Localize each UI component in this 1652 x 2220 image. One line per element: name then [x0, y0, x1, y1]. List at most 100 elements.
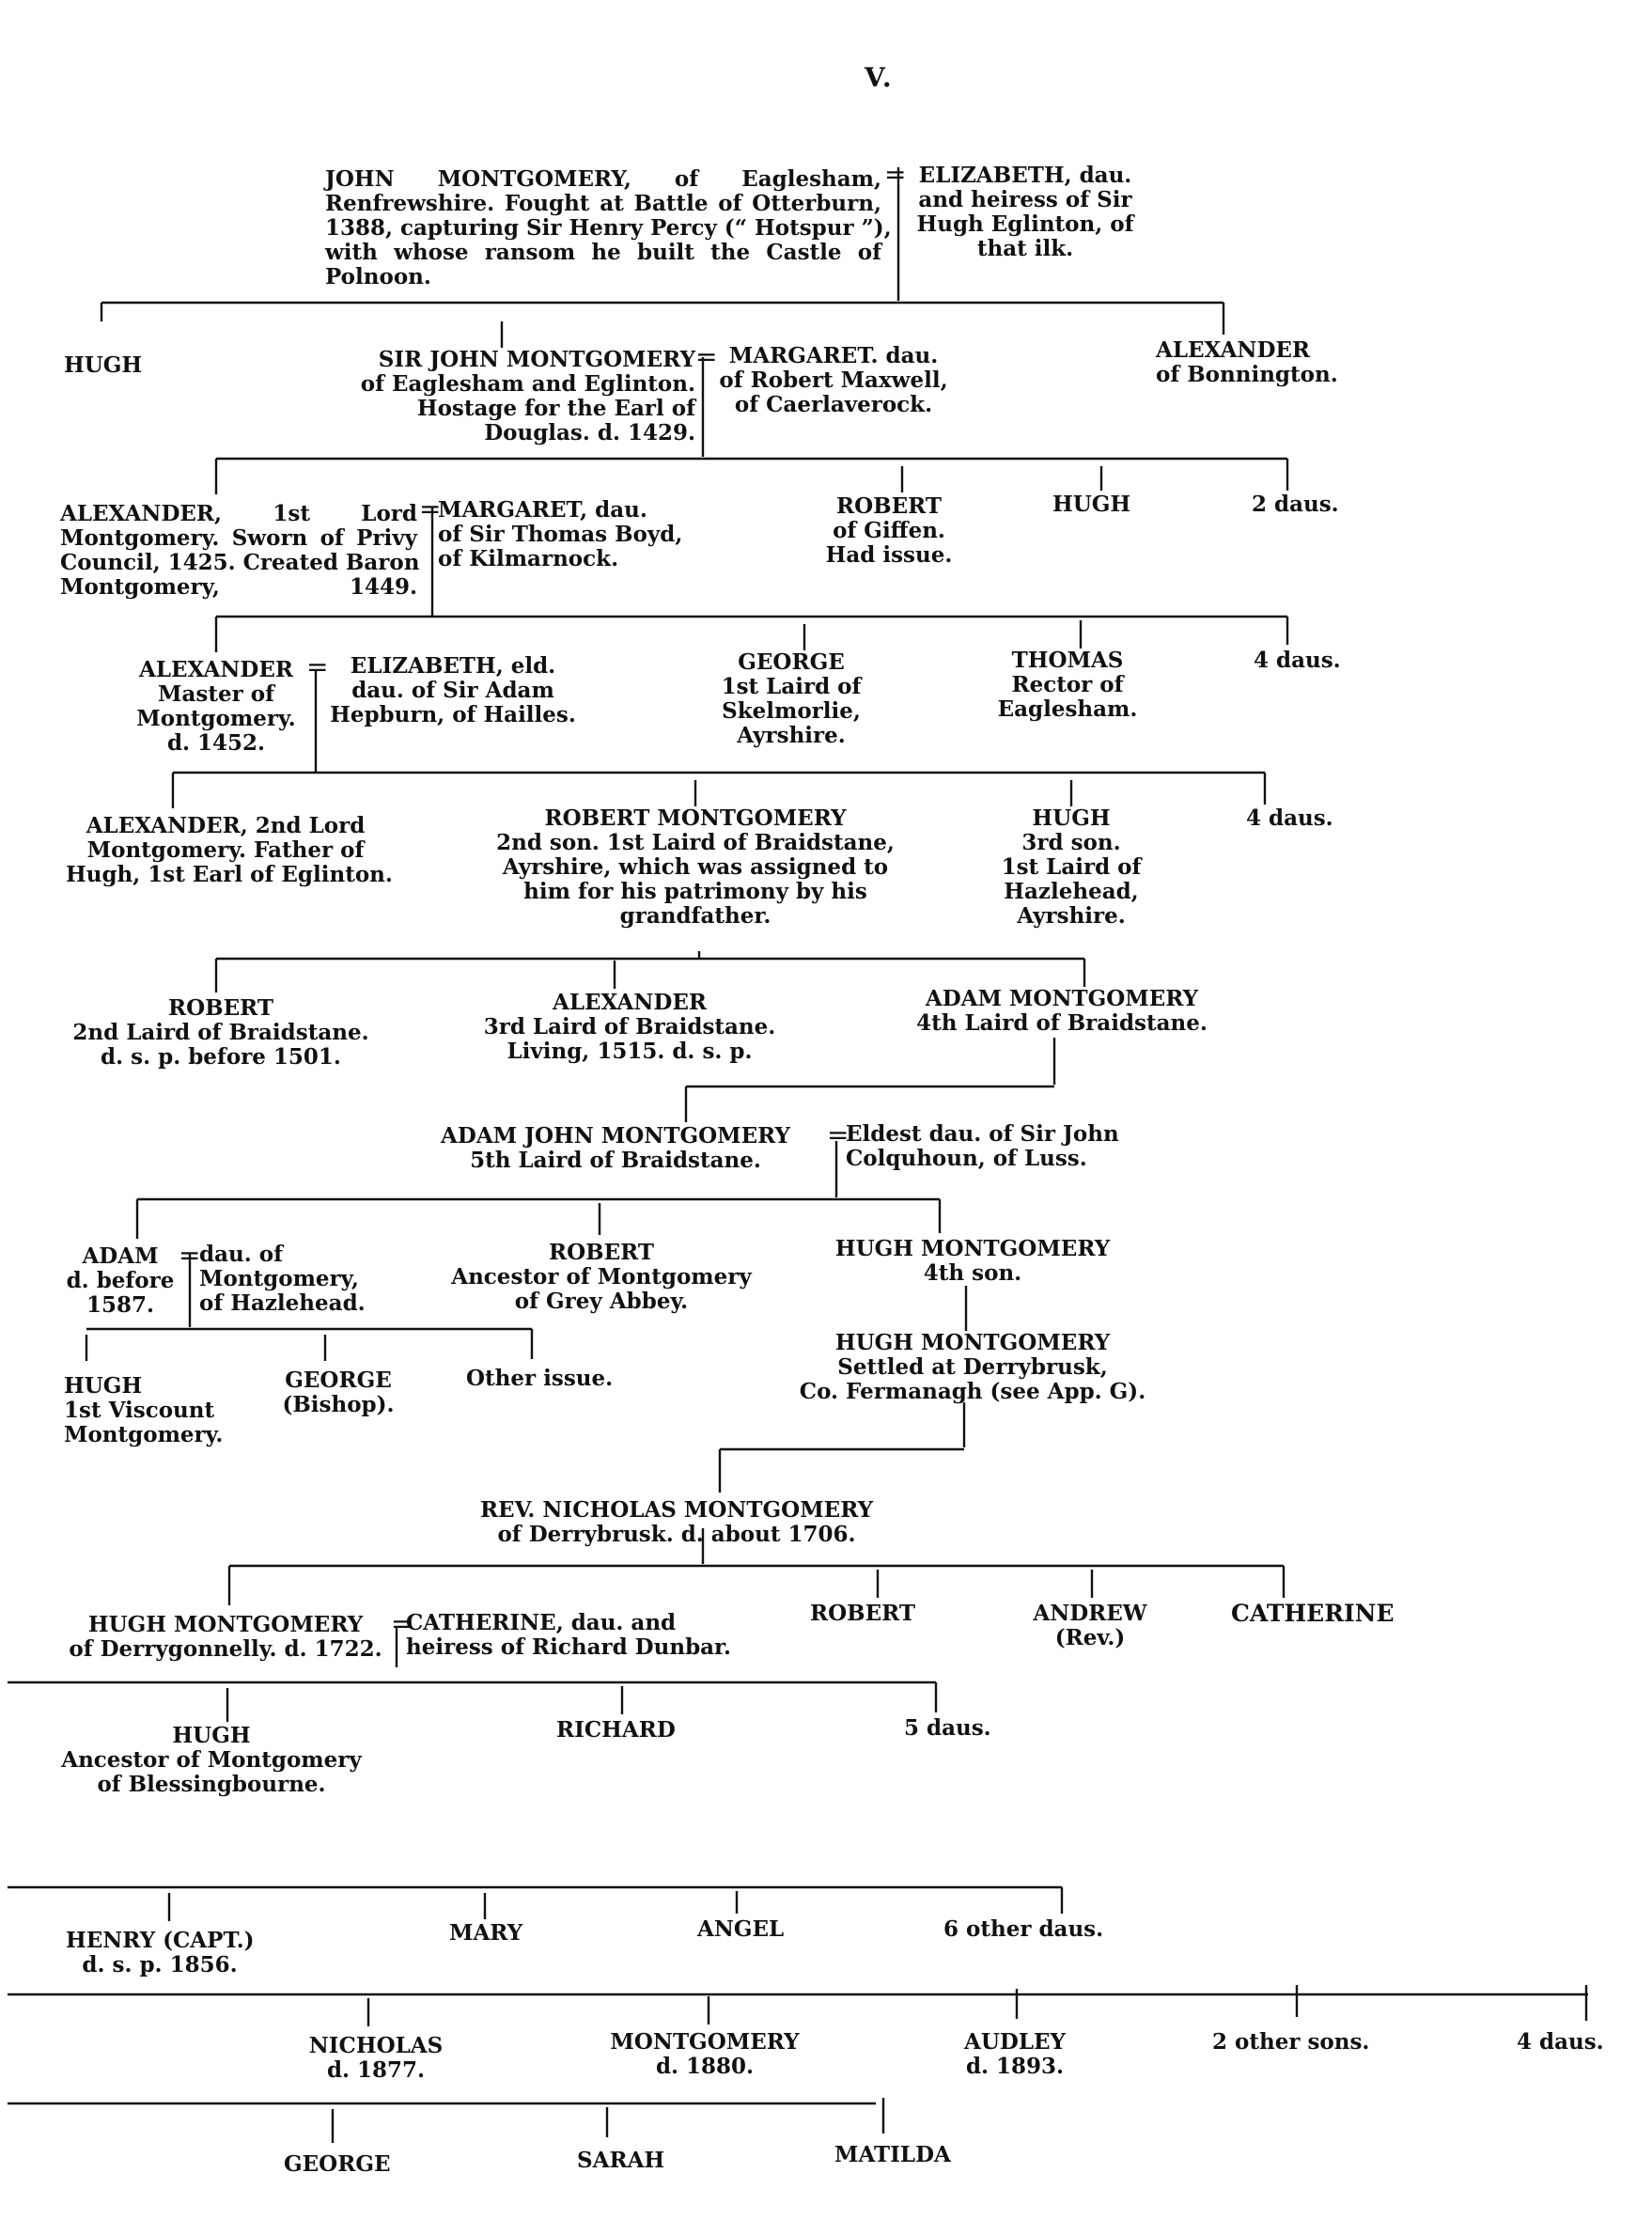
entry-line: 5th Laird of Braidstane. [470, 1148, 761, 1173]
entry-line: MARY [449, 1920, 523, 1946]
marriage-symbol: = [419, 493, 442, 524]
entry-line: MATILDA [834, 2142, 951, 2167]
entry-line: HUGH [1052, 492, 1131, 517]
entry-line: 1388, capturing Sir Henry Percy (“ Hotsp… [325, 215, 892, 241]
entry-line: 4th son. [923, 1260, 1022, 1286]
page-number: V. [865, 62, 894, 93]
entry-line: ROBERT MONTGOMERY [544, 805, 847, 831]
entry-line: ROBERT [836, 493, 942, 519]
entry-line: HUGH [64, 1373, 143, 1399]
entry-line: SIR JOHN MONTGOMERY [378, 347, 695, 372]
entry-daus: 4 daus. [1517, 2030, 1604, 2055]
entry-line: Hugh Eglinton, of [916, 211, 1134, 237]
entry-line: ELIZABETH, dau. [918, 163, 1132, 188]
entry-line: Ayrshire, which was assigned to [502, 854, 889, 880]
entry-george-bishop: GEORGE(Bishop). [263, 1368, 413, 1417]
entry-line: d. 1452. [166, 730, 266, 756]
entry-line: CATHERINE, dau. and [406, 1610, 677, 1635]
entry-line: of Derrybrusk. d. about 1706. [497, 1522, 856, 1547]
entry-john-montgomery: JOHN MONTGOMERY, of Eaglesham,Renfrewshi… [325, 166, 892, 289]
entry-line: HUGH [64, 352, 143, 378]
entry-line: Eaglesham. [997, 696, 1138, 722]
entry-other-sons: 2 other sons. [1212, 2030, 1369, 2055]
entry-line: dau. of Sir Adam [351, 678, 554, 703]
entry-richard: RICHARD [556, 1718, 676, 1743]
entry-line: d. s. p. 1856. [82, 1952, 238, 1978]
entry-line: GEORGE [284, 2151, 391, 2177]
marriage-symbol: = [306, 651, 329, 682]
entry-line: GEORGE [285, 1368, 392, 1393]
entry-line: with whose ransom he built the Castle of [325, 240, 881, 265]
entry-line: Montgomery. [136, 706, 296, 731]
entry-line: (Rev.) [1054, 1625, 1126, 1650]
entry-line: of Giffen. [833, 518, 945, 543]
entry-george: GEORGE [284, 2152, 391, 2177]
entry-line: Ayrshire. [737, 723, 846, 748]
entry-sarah: SARAH [577, 2149, 664, 2173]
entry-line: Douglas. d. 1429. [484, 420, 695, 446]
entry-line: d. s. p. before 1501. [101, 1044, 341, 1070]
entry-line: Hostage for the Earl of [416, 396, 695, 421]
entry-hugh: HUGH [1052, 492, 1130, 517]
entry-line: Living, 1515. d. s. p. [507, 1039, 753, 1064]
entry-line: 4 daus. [1517, 2029, 1604, 2055]
entry-line: ALEXANDER [552, 990, 708, 1015]
entry-line: Council, 1425. Created Baron [60, 550, 420, 575]
marriage-symbol: = [695, 341, 718, 372]
entry-line: NICHOLAS [308, 2033, 444, 2058]
entry-line: ADAM [82, 1243, 159, 1269]
entry-line: of Bonnington. [1156, 362, 1338, 387]
entry-line: Master of [158, 681, 274, 707]
entry-line: 1st Laird of [721, 674, 862, 699]
entry-line: ROBERT [168, 995, 273, 1021]
entry-line: HUGH MONTGOMERY [87, 1612, 364, 1637]
entry-line: MARGARET. dau. [728, 343, 939, 368]
entry-daus: 2 daus. [1252, 492, 1339, 517]
entry-line: ALEXANDER [138, 657, 294, 682]
entry-matilda: MATILDA [834, 2143, 951, 2167]
entry-line: Hazlehead, [1004, 879, 1139, 904]
entry-robert: ROBERT [810, 1602, 915, 1626]
entry-line: ROBERT [549, 1240, 654, 1265]
entry-line: Settled at Derrybrusk, [837, 1354, 1108, 1380]
entry-line: him for his patrimony by his [523, 879, 867, 904]
entry-line: HENRY (CAPT.) [66, 1928, 255, 1953]
marriage-symbol: = [884, 159, 907, 190]
entry-mary: MARY [449, 1921, 522, 1946]
entry-line: of Derrygonnelly. d. 1722. [69, 1636, 382, 1662]
entry-line: HUGH MONTGOMERY [834, 1236, 1111, 1261]
entry-line: Montgomery. Father of [86, 837, 365, 863]
entry-line: HUGH MONTGOMERY [834, 1330, 1111, 1355]
entry-line: Ayrshire. [1017, 903, 1126, 929]
entry-line: Hepburn, of Hailles. [330, 702, 576, 727]
entry-andrew-rev: ANDREW(Rev.) [1015, 1602, 1165, 1650]
entry-line: Skelmorlie, [722, 698, 861, 724]
entry-line: Eldest dau. of Sir John [846, 1121, 1119, 1147]
entry-line: Montgomery, 1449. [60, 574, 417, 600]
entry-line: Renfrewshire. Fought at Battle of Otterb… [325, 191, 881, 216]
entry-hugh: HUGH [64, 353, 142, 378]
entry-line: Hugh, 1st Earl of Eglinton. [66, 862, 393, 887]
entry-line: REV. NICHOLAS MONTGOMERY [479, 1497, 874, 1523]
entry-line: JOHN MONTGOMERY, of Eaglesham, [325, 166, 881, 192]
entry-henry-capt: HENRY (CAPT.)d. s. p. 1856. [66, 1928, 255, 1978]
entry-line: 2 daus. [1252, 492, 1339, 517]
entry-line: Ancestor of Montgomery [61, 1747, 362, 1773]
